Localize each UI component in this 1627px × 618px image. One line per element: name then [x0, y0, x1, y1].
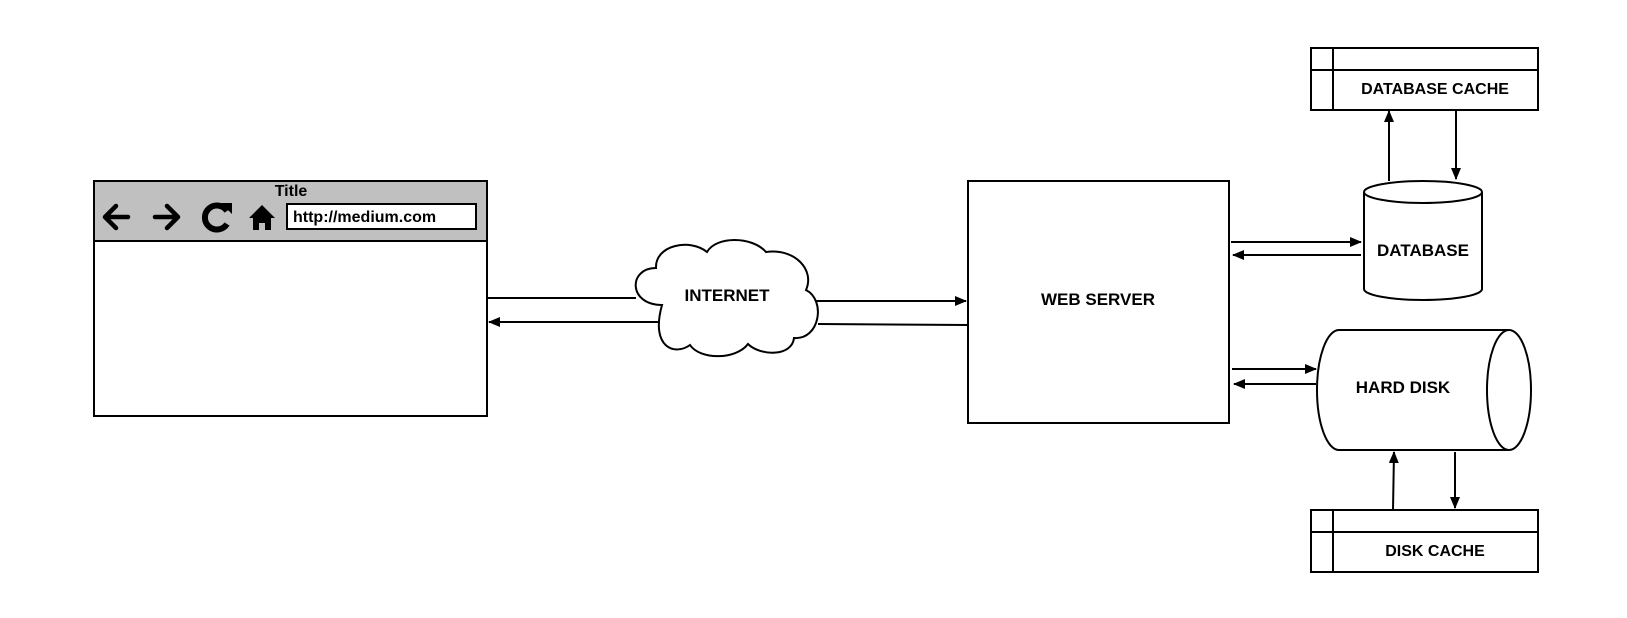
- url-bar[interactable]: [286, 203, 477, 230]
- web-server: WEB SERVER: [967, 180, 1230, 424]
- url-text: http://medium.com: [293, 209, 436, 226]
- disk-cache: DISK CACHE: [1310, 509, 1539, 573]
- database: DATABASE: [1363, 180, 1483, 301]
- forward-arrow-icon[interactable]: [152, 203, 181, 231]
- internet-label: INTERNET: [685, 286, 771, 305]
- browser-title: Title: [275, 183, 308, 200]
- web-server-label: WEB SERVER: [1041, 290, 1155, 309]
- back-arrow-icon[interactable]: [102, 203, 131, 231]
- browser-window: Title http://medium.com: [93, 180, 488, 417]
- internet-cloud: INTERNET: [634, 239, 819, 358]
- database-cache-label: DATABASE CACHE: [1361, 81, 1509, 98]
- home-icon[interactable]: [249, 205, 275, 230]
- disk-cache-label: DISK CACHE: [1385, 543, 1485, 560]
- hard-disk-label: HARD DISK: [1356, 378, 1451, 397]
- database-label: DATABASE: [1377, 241, 1469, 260]
- server-to-internet-line: [817, 323, 969, 326]
- refresh-icon[interactable]: [201, 202, 232, 233]
- database-cache: DATABASE CACHE: [1310, 47, 1539, 111]
- hard-disk: HARD DISK: [1316, 329, 1532, 451]
- cache-to-disk-arrow: [1388, 451, 1399, 511]
